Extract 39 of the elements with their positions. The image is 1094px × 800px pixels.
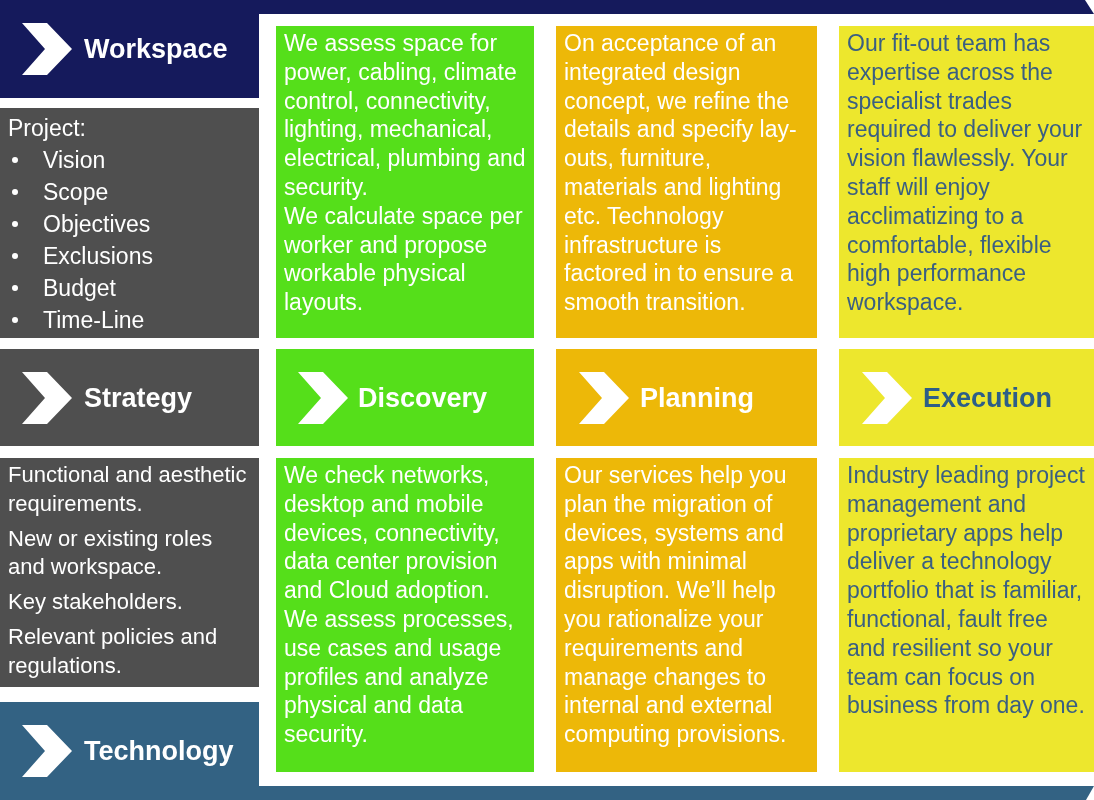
stage-header-panel bbox=[0, 349, 259, 446]
stage-header-panel bbox=[0, 0, 259, 98]
description-panel bbox=[839, 458, 1094, 772]
description-text: We calculate space per worker and propose workable physical layouts. bbox=[284, 201, 524, 317]
list-item-text: Budget bbox=[43, 274, 116, 303]
description-text: Functional and aesthetic requirements. bbox=[8, 461, 248, 518]
description-panel bbox=[276, 26, 534, 338]
top-band bbox=[259, 0, 1094, 14]
description-text: Our fit-out team has expertise across the specialist trades required to deliver your vision flawlessly. Your staff will enjoy acclimatizing to a comfortable, flexible high performance workspace. bbox=[847, 29, 1084, 317]
description-text: Industry leading project management and proprietary apps help deliver a technology portfolio that is familiar, functional, fault free and resilient so your team can focus on business from day one. bbox=[847, 461, 1086, 721]
description-text: We assess space for power, cabling, climate control, connectivity, lighting, mechanical, electrical, plumbing and security. bbox=[284, 29, 526, 202]
list-item-text: Objectives bbox=[43, 210, 151, 239]
bottom-band bbox=[259, 786, 1094, 800]
header-title: Strategy bbox=[84, 382, 193, 414]
description-panel bbox=[276, 458, 534, 772]
list-item-text: Scope bbox=[43, 178, 109, 207]
description-text: Key stakeholders. bbox=[8, 588, 184, 617]
description-text: Our services help you plan the migration of devices, systems and apps with minimal disruption. We’ll help you rationalize your requirements and manage changes to internal and external computing provisions. bbox=[564, 461, 788, 749]
list-item-text: Vision bbox=[43, 146, 106, 175]
stage-header-panel bbox=[0, 702, 259, 800]
description-text: New or existing roles and workspace. bbox=[8, 524, 214, 582]
stage-header-panel bbox=[556, 349, 817, 446]
list-item-text: Exclusions bbox=[43, 242, 153, 271]
stage-header-panel bbox=[839, 349, 1094, 446]
description-panel bbox=[556, 26, 817, 338]
description-text: We check networks, desktop and mobile devices, connectivity, data center provision and Cloud adoption. We assess processes, use cases and usage profiles and analyze physical and data security. bbox=[284, 461, 515, 749]
list-heading: Project: bbox=[8, 114, 86, 143]
stage-header-panel bbox=[276, 349, 534, 446]
list-item-text: Time-Line bbox=[43, 306, 145, 335]
description-text: On acceptance of an integrated design concept, we refine the details and specify lay-outs, furniture, materials and lighting etc. Technology infrastructure is factored in to ensure a smooth transition. bbox=[564, 29, 798, 317]
description-text: Relevant policies and regulations. bbox=[8, 623, 219, 680]
description-panel bbox=[0, 108, 259, 338]
description-panel bbox=[556, 458, 817, 772]
header-title: Execution bbox=[923, 382, 1053, 414]
header-title: Technology bbox=[84, 735, 234, 767]
header-title: Discovery bbox=[358, 382, 488, 414]
description-panel bbox=[0, 458, 259, 687]
header-title: Workspace bbox=[84, 33, 228, 65]
header-title: Planning bbox=[640, 382, 754, 414]
